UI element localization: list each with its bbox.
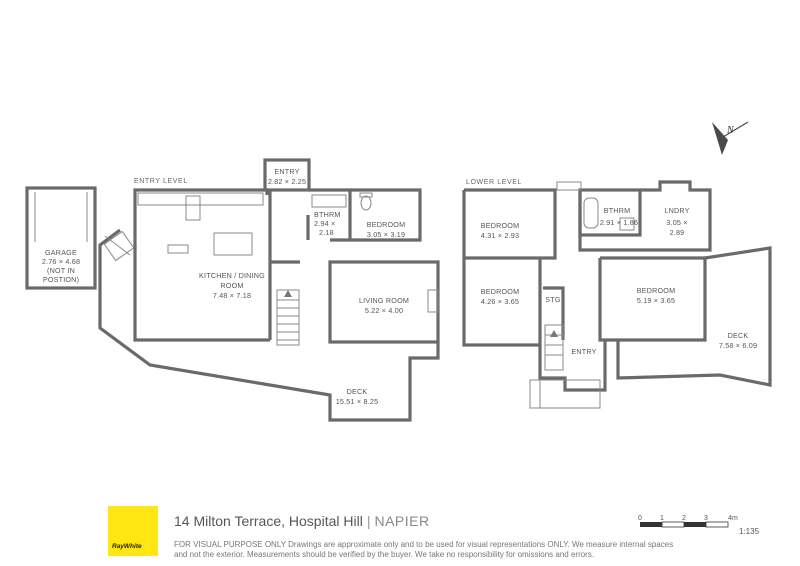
property-address: 14 Milton Terrace, Hospital Hill|NAPIER	[174, 513, 430, 529]
garage-note-2: POSTION)	[43, 275, 79, 284]
entry-lower-name: ENTRY	[571, 347, 596, 356]
lndry-dims-1: 3.05 ×	[666, 218, 687, 227]
north-arrow-icon: N	[712, 121, 749, 155]
garage-name: GARAGE	[45, 248, 77, 257]
kitchen-name-1: KITCHEN / DINING	[199, 271, 265, 280]
suburb-text: NAPIER	[374, 513, 430, 529]
address-text: 14 Milton Terrace, Hospital Hill	[174, 513, 363, 529]
bedroom-lower-2-dims: 4.26 × 3.65	[481, 297, 519, 306]
lower-deck	[616, 246, 772, 387]
logo-text: RayWhite	[112, 543, 142, 550]
entry-top-dims: 2.82 × 2.25	[268, 177, 306, 186]
scale-ratio: 1:135	[739, 527, 760, 536]
kitchen-dims: 7.48 × 7.18	[213, 291, 251, 300]
deck-upper-name: DECK	[347, 387, 368, 396]
bedroom-lower-3-name: BEDROOM	[637, 286, 676, 295]
deck-upper-dims: 15.51 × 8.25	[336, 397, 379, 406]
lndry-dims-2: 2.89	[670, 228, 685, 237]
deck-lower-name: DECK	[728, 331, 749, 340]
entry-level-label: ENTRY LEVEL	[134, 178, 188, 185]
scale-tick-2: 2	[682, 515, 686, 522]
bedroom-lower-3-dims: 5.19 × 3.65	[637, 296, 675, 305]
floor-plan: ENTRY LEVEL LOWER LEVEL GARAGE 2.76 × 4.…	[25, 121, 772, 422]
scale-bar: 0 1 2 3 4m	[638, 515, 738, 528]
entry-deck	[98, 228, 440, 422]
disclaimer-line-2: and not the exterior. Measurements shoul…	[174, 550, 595, 559]
north-label: N	[726, 125, 735, 136]
lndry-name: LNDRY	[664, 206, 689, 215]
scale-tick-0: 0	[638, 515, 642, 522]
raywhite-logo: RayWhite	[108, 506, 158, 556]
garage-note-1: (NOT IN	[47, 266, 75, 275]
lower-level-label: LOWER LEVEL	[466, 179, 522, 186]
garage-dims: 2.76 × 4.68	[42, 257, 80, 266]
entry-top-name: ENTRY	[274, 167, 299, 176]
entry-level-walls	[133, 158, 440, 346]
bthrm-lower-name: BTHRM	[604, 206, 631, 215]
bedroom-upper-name: BEDROOM	[367, 220, 406, 229]
disclaimer-line-1: FOR VISUAL PURPOSE ONLY Drawings are app…	[174, 540, 674, 549]
bthrm-upper-dims-2: 2.18	[319, 228, 334, 237]
bthrm-upper-name: BTHRM	[314, 210, 341, 219]
bthrm-upper-dims-1: 2.94 ×	[314, 219, 335, 228]
stg-name: STG	[545, 295, 561, 304]
living-dims: 5.22 × 4.00	[365, 306, 403, 315]
bthrm-lower-dims: 2.91 × 1.86	[600, 218, 638, 227]
garage-block	[25, 186, 97, 290]
lower-level-walls	[462, 180, 712, 409]
kitchen-name-2: ROOM	[220, 281, 243, 290]
scale-tick-4: 4m	[728, 515, 738, 522]
living-name: LIVING ROOM	[359, 296, 409, 305]
scale-tick-1: 1	[660, 515, 664, 522]
scale-tick-3: 3	[704, 515, 708, 522]
bedroom-lower-1-name: BEDROOM	[481, 221, 520, 230]
deck-lower-dims: 7.58 × 6.09	[719, 341, 757, 350]
bedroom-upper-dims: 3.05 × 3.19	[367, 230, 405, 239]
bedroom-lower-2-name: BEDROOM	[481, 287, 520, 296]
bedroom-lower-1-dims: 4.31 × 2.93	[481, 231, 519, 240]
